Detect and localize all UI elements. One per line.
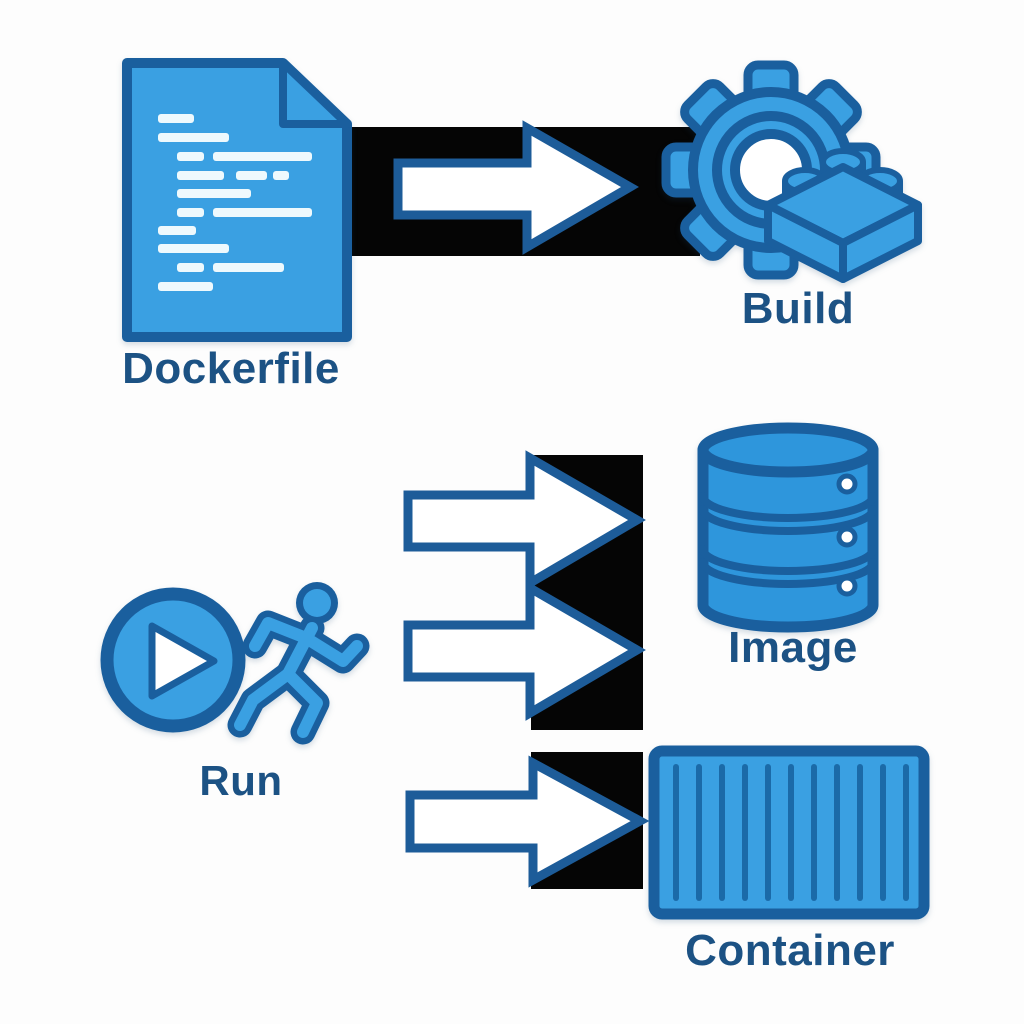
runner-icon [227,582,370,745]
arrow-run-to-image-upper [403,450,646,591]
dockerfile-document-icon [122,58,352,342]
document-code-lines [158,114,312,291]
container-stripes [673,764,909,901]
image-database-icon [697,422,879,633]
build-label: Build [741,284,855,333]
build-gear-icon [661,60,922,283]
arrow-run-to-container [405,755,650,888]
play-button-icon [100,587,246,733]
lego-brick-icon [764,148,922,283]
arrow-run-to-image-lower [403,580,646,721]
dockerfile-label: Dockerfile [122,344,340,393]
run-label: Run [199,757,283,804]
run-play-runner-icon [100,582,370,745]
container-label: Container [685,926,895,975]
image-label: Image [728,623,858,672]
container-box-icon [648,745,930,920]
arrow-dockerfile-to-build [393,120,639,255]
